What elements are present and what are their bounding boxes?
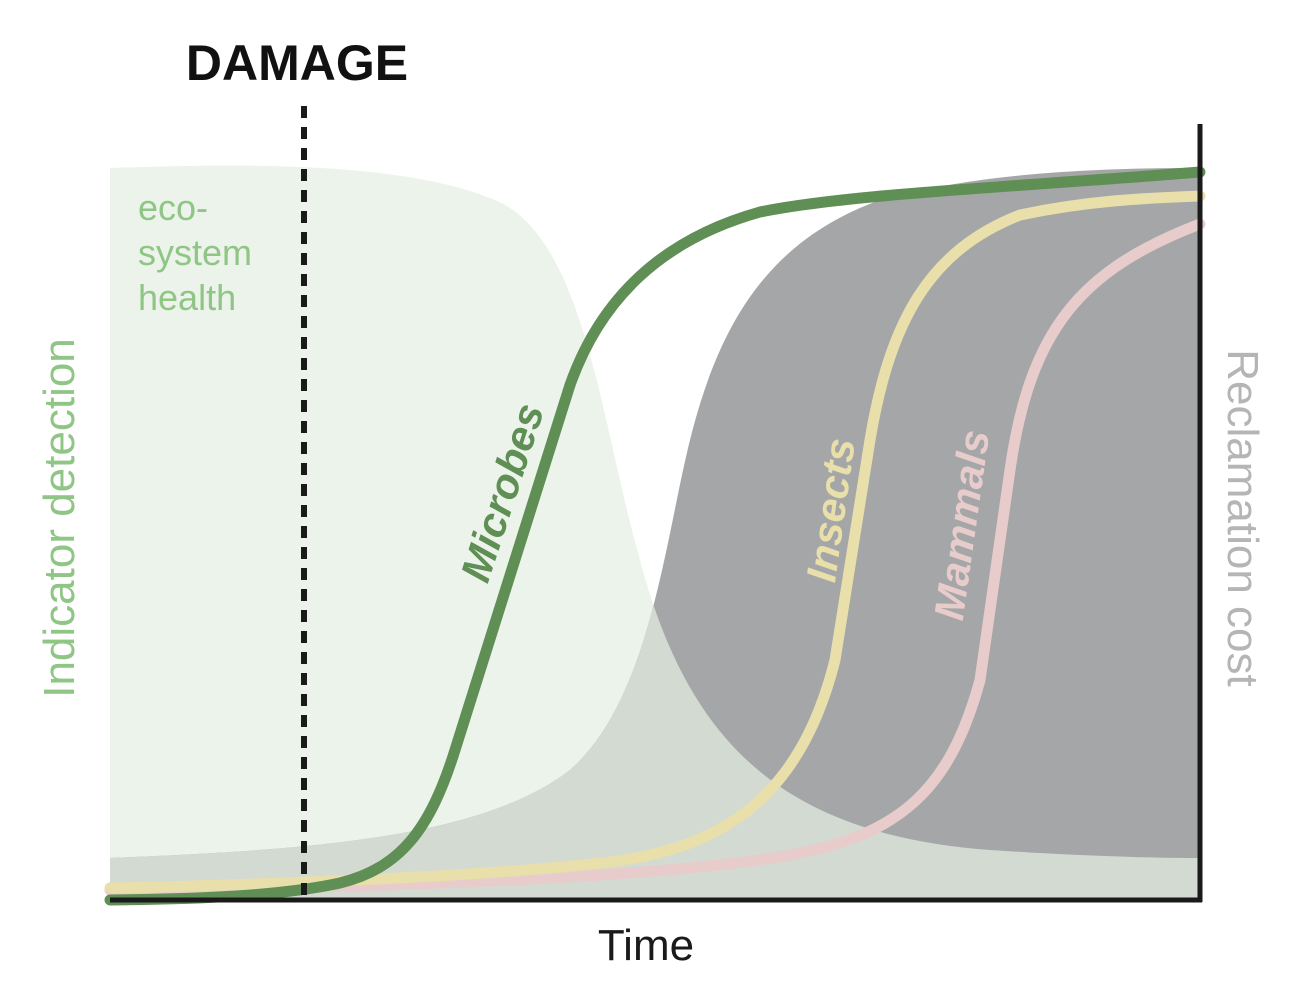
ecosystem-health-label-line-1: eco- <box>138 187 208 228</box>
y-left-axis-label: Indicator detection <box>35 338 84 698</box>
mammals-curve <box>104 218 1206 896</box>
y-right-axis-label: Reclamation cost <box>1218 349 1267 686</box>
damage-title: DAMAGE <box>186 35 408 91</box>
microbes-curve <box>104 166 1206 906</box>
ecosystem-health-label-line-2: system <box>138 232 252 273</box>
x-axis-label: Time <box>598 921 694 970</box>
ecosystem-health-area <box>110 165 1200 901</box>
insects-curve <box>104 190 1206 894</box>
reclamation-cost-area <box>110 168 1200 900</box>
ecosystem-health-label-line-3: health <box>138 277 236 318</box>
